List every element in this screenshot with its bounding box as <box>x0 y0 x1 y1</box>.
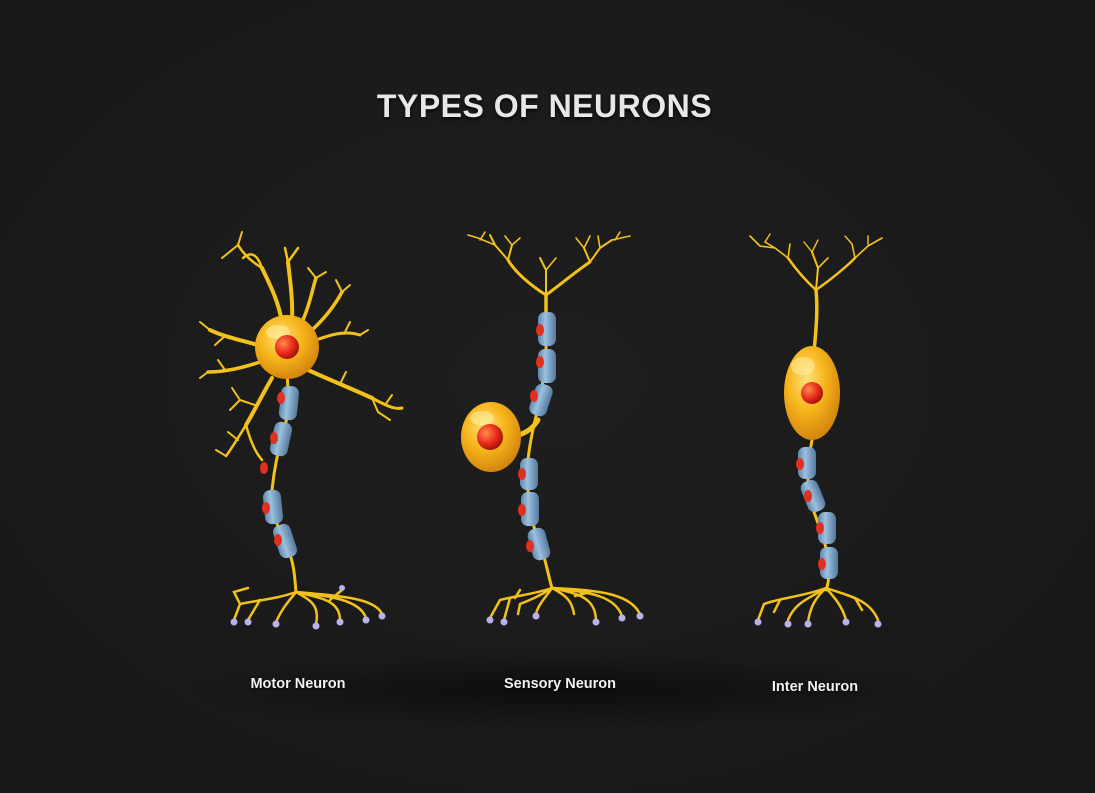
inter-neuron-label: Inter Neuron <box>771 679 859 695</box>
motor-neuron-dendrites <box>199 231 404 462</box>
myelin-segment <box>273 523 297 559</box>
inter-neuron-nodes <box>796 458 826 570</box>
motor-neuron-terminal-bulbs <box>230 585 386 630</box>
sensory-neuron-axon-terminals <box>488 586 642 622</box>
floor-shadow <box>180 650 940 730</box>
page-title: TYPES OF NEURONS <box>376 88 713 124</box>
myelin-segment <box>538 312 556 346</box>
myelin-segment <box>262 489 284 525</box>
sensory-neuron <box>461 231 644 626</box>
sensory-neuron-label: Sensory Neuron <box>504 676 616 692</box>
motor-neuron-label: Motor Neuron <box>250 676 346 692</box>
myelin-segment <box>269 421 293 457</box>
inter-neuron-terminal-bulbs <box>754 618 882 628</box>
myelin-segment <box>818 512 836 544</box>
sensory-neuron-dendrites <box>467 231 631 314</box>
myelin-segment <box>520 458 538 490</box>
motor-neuron <box>199 231 404 630</box>
myelin-segment <box>800 479 826 513</box>
inter-neuron-dendrites <box>749 233 883 354</box>
myelin-segment <box>798 447 816 479</box>
inter-neuron-cell-highlight <box>791 357 815 375</box>
sensory-neuron-terminal-bulbs <box>486 612 644 626</box>
motor-neuron-myelin-sheath <box>262 385 300 559</box>
sensory-neuron-myelin-sheath <box>520 312 556 561</box>
inter-neuron-axon-terminals <box>756 586 880 624</box>
myelin-segment <box>521 492 539 526</box>
motor-neuron-nodes <box>260 392 285 546</box>
motor-neuron-axon-terminals <box>232 586 384 626</box>
myelin-segment <box>527 527 551 561</box>
sensory-neuron-cell-highlight <box>470 411 494 425</box>
sensory-neuron-nucleus <box>477 424 503 450</box>
inter-neuron-myelin-sheath <box>798 447 838 579</box>
inter-neuron <box>749 233 883 628</box>
inter-neuron-nucleus <box>801 382 823 404</box>
myelin-segment <box>820 547 838 579</box>
motor-neuron-nucleus <box>275 335 299 359</box>
sensory-neuron-nodes <box>518 324 544 552</box>
